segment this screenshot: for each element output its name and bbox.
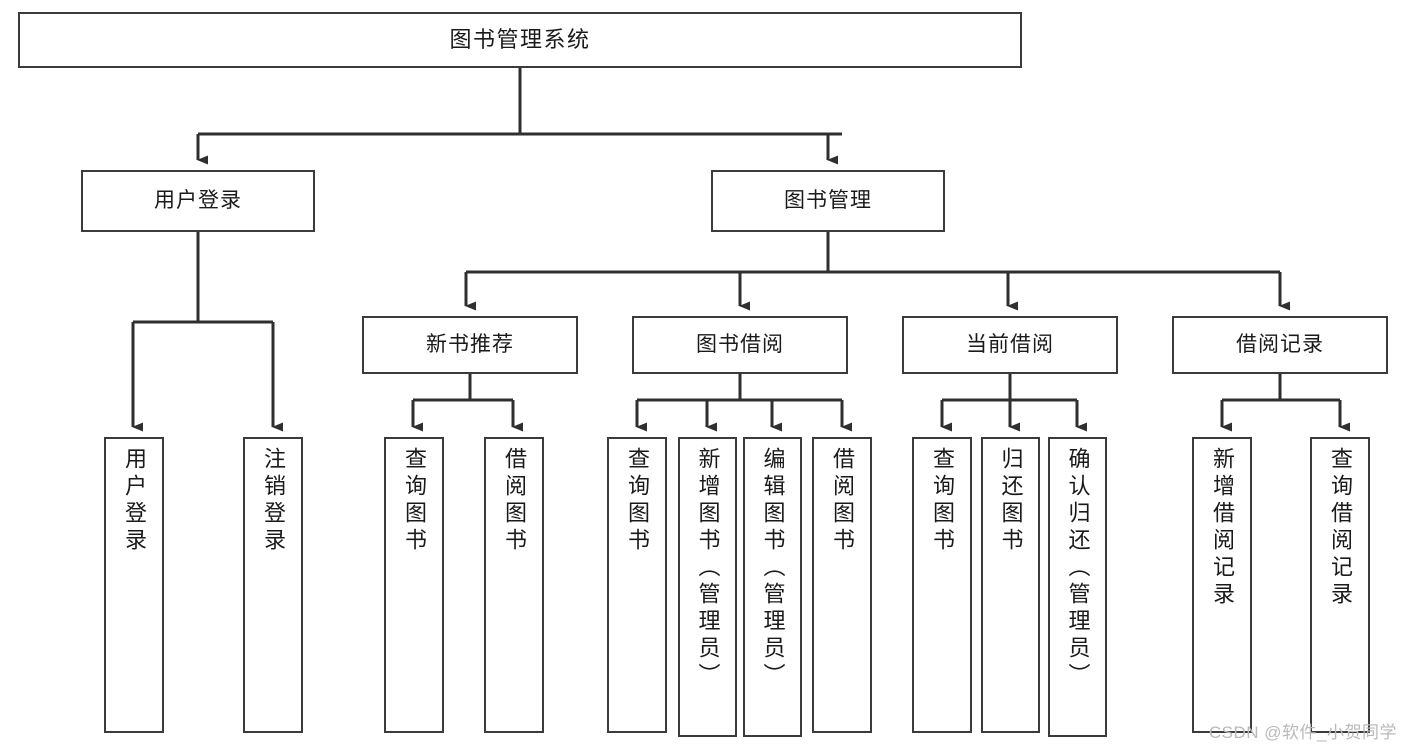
node-new-book-recommend[interactable]: 新书推荐: [362, 316, 578, 374]
node-label: 查询借阅记录: [1328, 447, 1353, 609]
node-label: 新书推荐: [426, 332, 514, 356]
node-borrow-record[interactable]: 借阅记录: [1172, 316, 1388, 374]
node-label: 借阅记录: [1236, 332, 1324, 356]
node-label: 图书管理: [784, 188, 872, 212]
node-label: 当前借阅: [966, 332, 1054, 356]
node-label: 用户登录: [122, 447, 147, 555]
node-label: 查询图书: [625, 447, 650, 555]
node-label: 新增借阅记录: [1210, 447, 1235, 609]
leaf-add-book-admin[interactable]: 新增图书（管理员）: [678, 437, 737, 737]
leaf-borrow-book-new-recommend[interactable]: 借阅图书: [484, 437, 544, 733]
node-label: 注销登录: [261, 447, 286, 555]
node-label: 归还图书: [998, 447, 1024, 555]
leaf-add-borrow-record[interactable]: 新增借阅记录: [1192, 437, 1252, 733]
node-book-management[interactable]: 图书管理: [711, 170, 945, 232]
node-label: 新增图书（管理员）: [695, 447, 721, 690]
leaf-confirm-return-admin[interactable]: 确认归还（管理员）: [1048, 437, 1107, 737]
node-label: 查询图书: [402, 447, 427, 555]
node-label: 查询图书: [930, 447, 955, 555]
leaf-user-login[interactable]: 用户登录: [104, 437, 164, 733]
node-label: 借阅图书: [502, 447, 527, 555]
node-user-login[interactable]: 用户登录: [81, 170, 315, 232]
leaf-borrow-book-borrow[interactable]: 借阅图书: [812, 437, 872, 733]
node-label: 图书管理系统: [449, 27, 591, 53]
node-label: 确认归还（管理员）: [1065, 447, 1091, 690]
leaf-query-book-borrow[interactable]: 查询图书: [607, 437, 667, 733]
node-label: 用户登录: [154, 188, 242, 212]
leaf-query-book-current[interactable]: 查询图书: [912, 437, 972, 733]
node-book-borrow[interactable]: 图书借阅: [632, 316, 848, 374]
node-label: 编辑图书（管理员）: [760, 447, 786, 690]
leaf-query-book-new-recommend[interactable]: 查询图书: [384, 437, 444, 733]
node-root-system[interactable]: 图书管理系统: [18, 12, 1022, 68]
leaf-logout-login[interactable]: 注销登录: [243, 437, 303, 733]
leaf-edit-book-admin[interactable]: 编辑图书（管理员）: [743, 437, 802, 737]
node-current-borrow[interactable]: 当前借阅: [902, 316, 1118, 374]
watermark: CSDN @软件_小贺同学: [1208, 723, 1397, 742]
leaf-return-book[interactable]: 归还图书: [981, 437, 1040, 733]
leaf-query-borrow-record[interactable]: 查询借阅记录: [1310, 437, 1370, 733]
node-label: 图书借阅: [696, 332, 784, 356]
node-label: 借阅图书: [830, 447, 855, 555]
